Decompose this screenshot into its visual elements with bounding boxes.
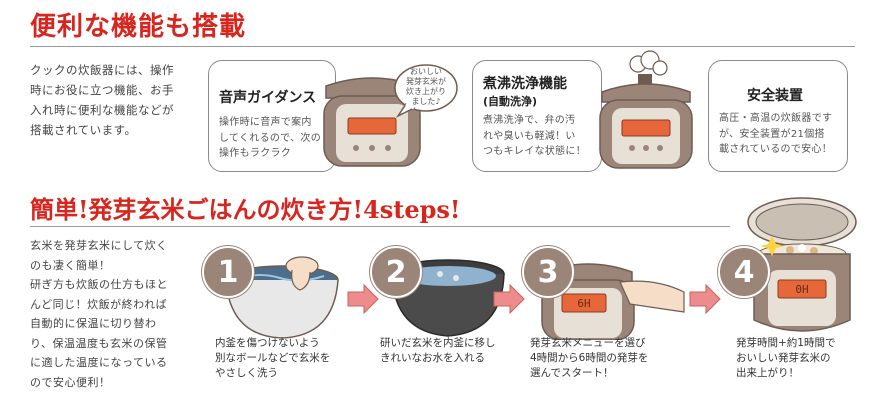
feature-card-boil-cleaning: 煮沸洗浄機能 (自動洗浄) 煮沸洗浄で、弁の汚 れや臭いも軽減！い つもキレイな…	[472, 60, 602, 172]
step-caption: 内釜を傷つけないよう 別なボールなどで玄米を やさしく洗う	[215, 337, 331, 379]
speech-bubble	[394, 64, 458, 118]
feature-subtitle: (自動洗浄)	[483, 95, 538, 108]
feature-title: 音声ガイダンス	[219, 90, 317, 106]
step-number-badge: 3	[522, 246, 574, 298]
cooker-display-text: 6H	[577, 297, 590, 310]
steaming-rice-cooker-illustration	[599, 50, 693, 169]
step1-washing-illustration	[225, 256, 339, 339]
section-heading-steps: 簡単!発芽玄米ごはんの炊き方!4steps!	[30, 195, 461, 224]
step-caption: 発芽時間+約1時間で おいしい発芽玄米の 出来上がり！	[736, 337, 836, 379]
section-divider	[30, 226, 730, 227]
step-number-badge: 2	[370, 246, 422, 298]
step-number-badge: 1	[202, 246, 254, 298]
next-step-arrow	[689, 284, 721, 314]
feature-description: 煮沸洗浄で、弁の汚 れや臭いも軽減！い つもキレイな状態に！	[483, 115, 586, 157]
step4-finished-rice-illustration: 0H	[747, 197, 857, 332]
speech-bubble-text: おいしい 発芽玄米が 炊き上がり ました♪	[406, 67, 446, 106]
step-caption: 研いだ玄米を内釜に移し きれいなお水を入れる	[380, 337, 496, 364]
steps-intro: 玄米を発芽玄米にして炊く のも凄く簡単！ 研ぎ方も炊飯の仕方もほと んど同じ！炊…	[30, 239, 168, 389]
step-number-badge: 4	[718, 246, 770, 298]
feature-title: 煮沸洗浄機能	[483, 76, 567, 92]
feature-card-safety-device: 安全装置 高圧・高温の炊飯器です が、安全装置が21個搭 載されているので安心！	[708, 60, 848, 172]
features-intro: クックの炊飯器には、操作 時にお役に立つ機能、お手 入れ時に便利な機能などが 搭…	[30, 60, 200, 140]
step-caption: 発芽玄米メニューを選び 4時間から6時間の発芽を 選んでスタート！	[530, 337, 649, 379]
intro-line: 入れ時に便利な機能などが	[30, 103, 174, 117]
feature-title: 安全装置	[747, 88, 803, 104]
rice-cooker-illustration	[323, 77, 421, 167]
feature-description: 操作時に音声で案内 してくれるので、次の 操作もラクラク	[219, 117, 321, 159]
next-step-arrow	[493, 284, 525, 314]
feature-card-voice-guidance: 音声ガイダンス 操作時に音声で案内 してくれるので、次の 操作もラクラク	[208, 60, 336, 172]
cooker-display-text: 0H	[795, 283, 808, 296]
feature-description: 高圧・高温の炊飯器です が、安全装置が21個搭 載されているので安心！	[719, 113, 833, 155]
intro-line: 時にお役に立つ機能、お手	[30, 83, 174, 97]
intro-line: クックの炊飯器には、操作	[30, 63, 174, 77]
section-heading-features: 便利な機能も搭載	[30, 12, 247, 42]
intro-line: 搭載されています。	[30, 123, 137, 137]
next-step-arrow	[347, 284, 379, 314]
section-divider	[30, 46, 855, 47]
